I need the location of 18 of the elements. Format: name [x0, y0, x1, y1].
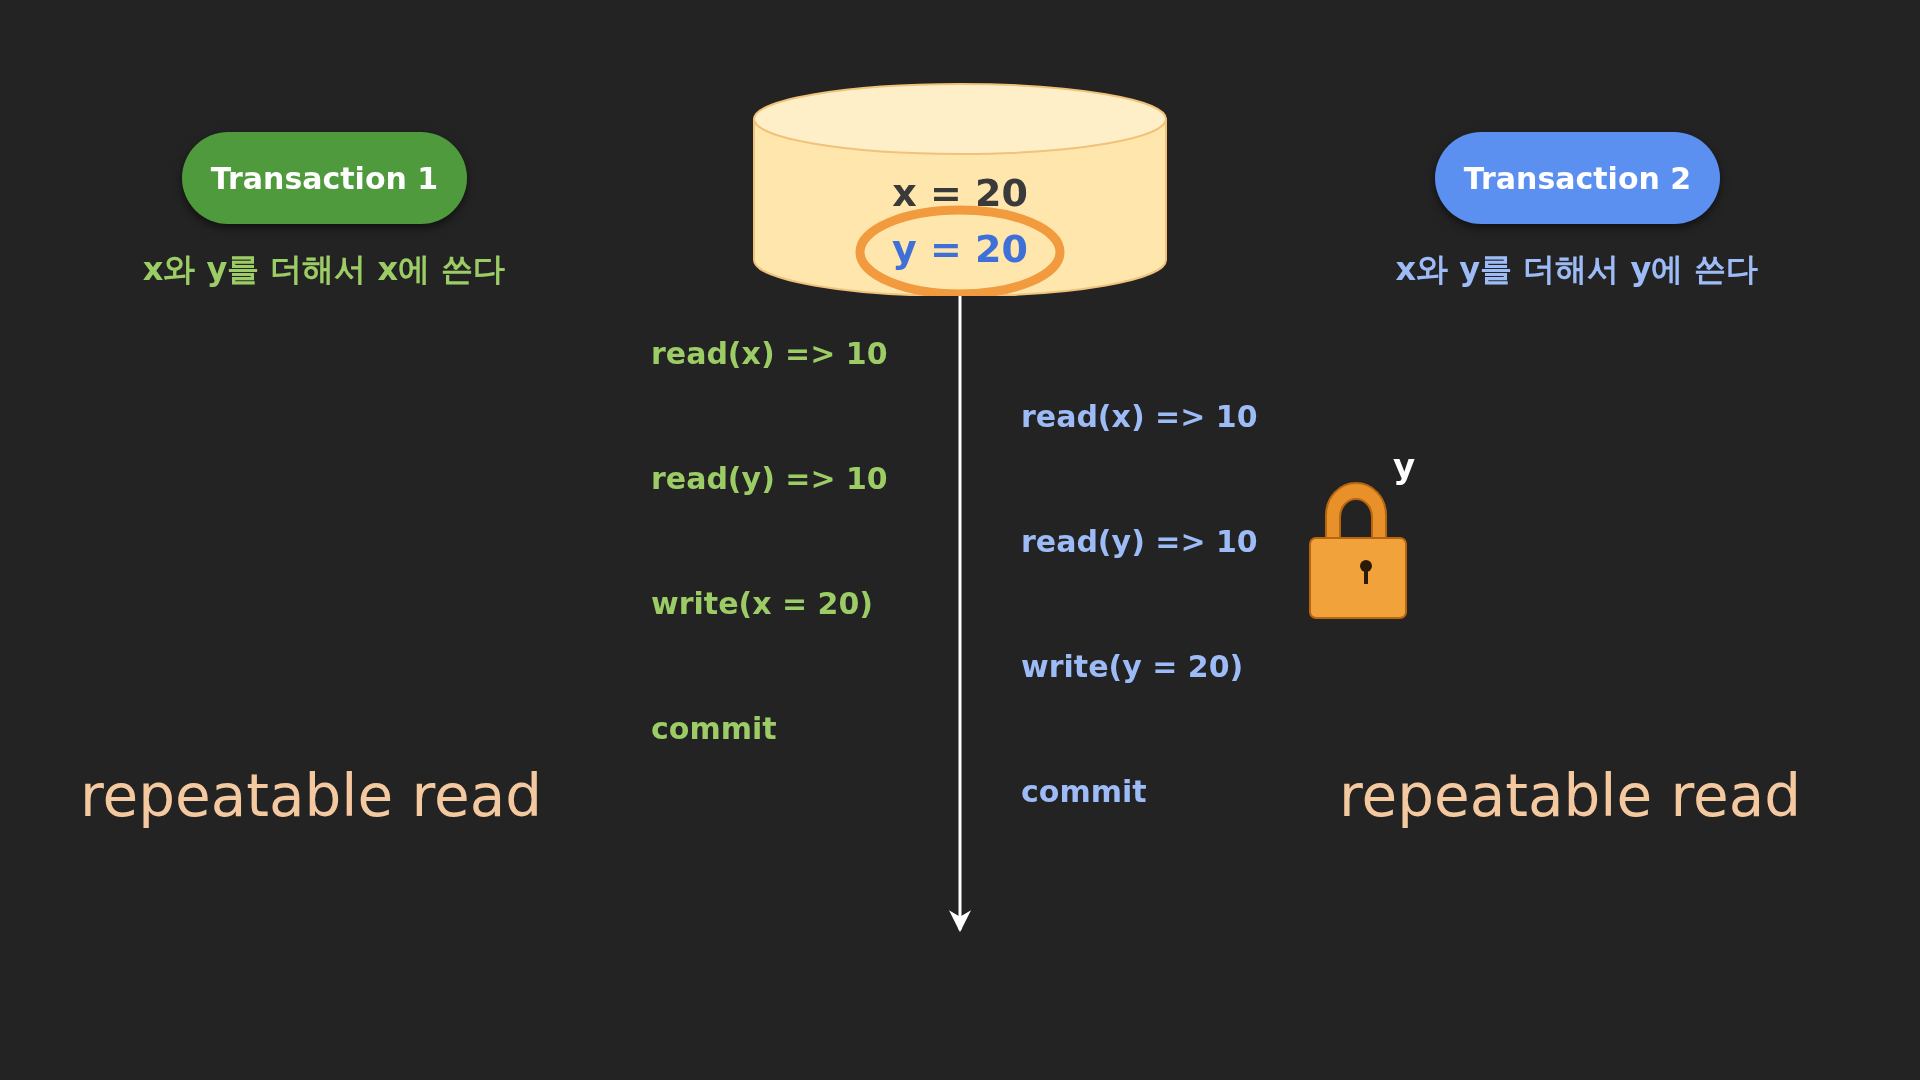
- database-cylinder: [753, 83, 1167, 296]
- description-text: x와 y를 더해서 y에 쓴다: [1395, 249, 1759, 290]
- isolation-level-text: repeatable read: [1338, 762, 1802, 830]
- transaction-title: Transaction 1: [210, 160, 439, 196]
- description-text: x와 y를 더해서 x에 쓴다: [142, 249, 506, 290]
- step-text: read(y) => 10: [651, 461, 888, 496]
- isolation-level-text: repeatable read: [79, 762, 543, 830]
- step-text: write(x = 20): [651, 586, 874, 621]
- step-text: read(y) => 10: [1021, 524, 1258, 559]
- step-text: read(x) => 10: [651, 336, 888, 371]
- transaction-title: Transaction 2: [1463, 160, 1692, 196]
- step-text: write(y = 20): [1021, 649, 1244, 684]
- value-text: x = 20: [891, 171, 1029, 215]
- step-text: commit: [651, 711, 777, 746]
- step-text: commit: [1021, 774, 1147, 809]
- lock-label: y: [1393, 446, 1416, 486]
- step-text: read(x) => 10: [1021, 399, 1258, 434]
- value-text: y = 20: [891, 227, 1029, 271]
